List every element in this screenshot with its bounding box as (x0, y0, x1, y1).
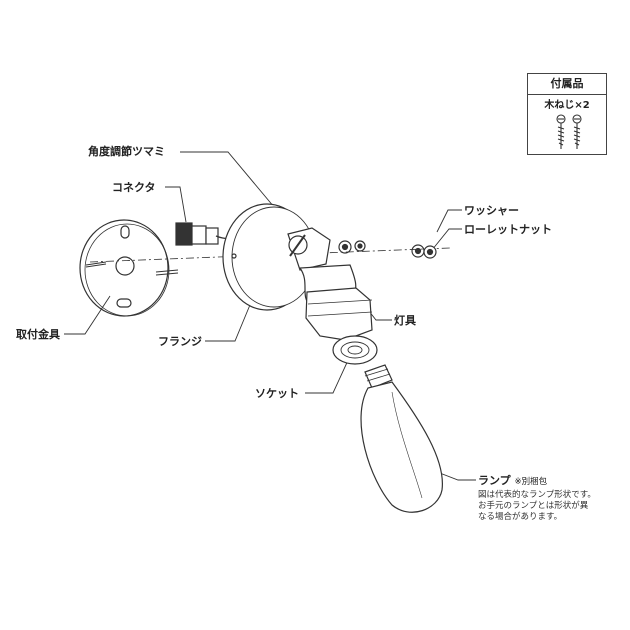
lamp-name: ランプ (478, 474, 511, 487)
lamp-note-line-1: 図は代表的なランプ形状です。 (478, 490, 596, 500)
accessories-item: 木ねじ×2 (544, 100, 590, 111)
label-mount-bracket: 取付金具 (16, 328, 60, 341)
label-angle-knob: 角度調節ツマミ (88, 145, 165, 158)
label-fixture: 灯具 (394, 314, 416, 327)
accessories-box: 付属品 木ねじ×2 (527, 73, 607, 155)
label-connector: コネクタ (112, 181, 156, 194)
lamp-separate-package-note: ※別梱包 (514, 477, 548, 487)
label-flange: フランジ (158, 335, 202, 348)
fixture-body (287, 227, 378, 365)
label-knurled-nut: ローレットナット (464, 223, 552, 236)
lamp-note-line-2: お手元のランプとは形状が異 (478, 501, 589, 511)
lamp-bulb (360, 364, 443, 513)
mounting-bracket (79, 219, 179, 317)
label-lamp: ランプ ※別梱包 (478, 474, 547, 489)
wood-screw-icon (556, 114, 582, 149)
label-socket: ソケット (255, 387, 299, 400)
washer-nut-set (338, 240, 437, 259)
label-washer: ワッシャー (464, 204, 519, 217)
lamp-note-line-3: なる場合があります。 (478, 512, 563, 522)
accessories-title: 付属品 (528, 74, 606, 95)
